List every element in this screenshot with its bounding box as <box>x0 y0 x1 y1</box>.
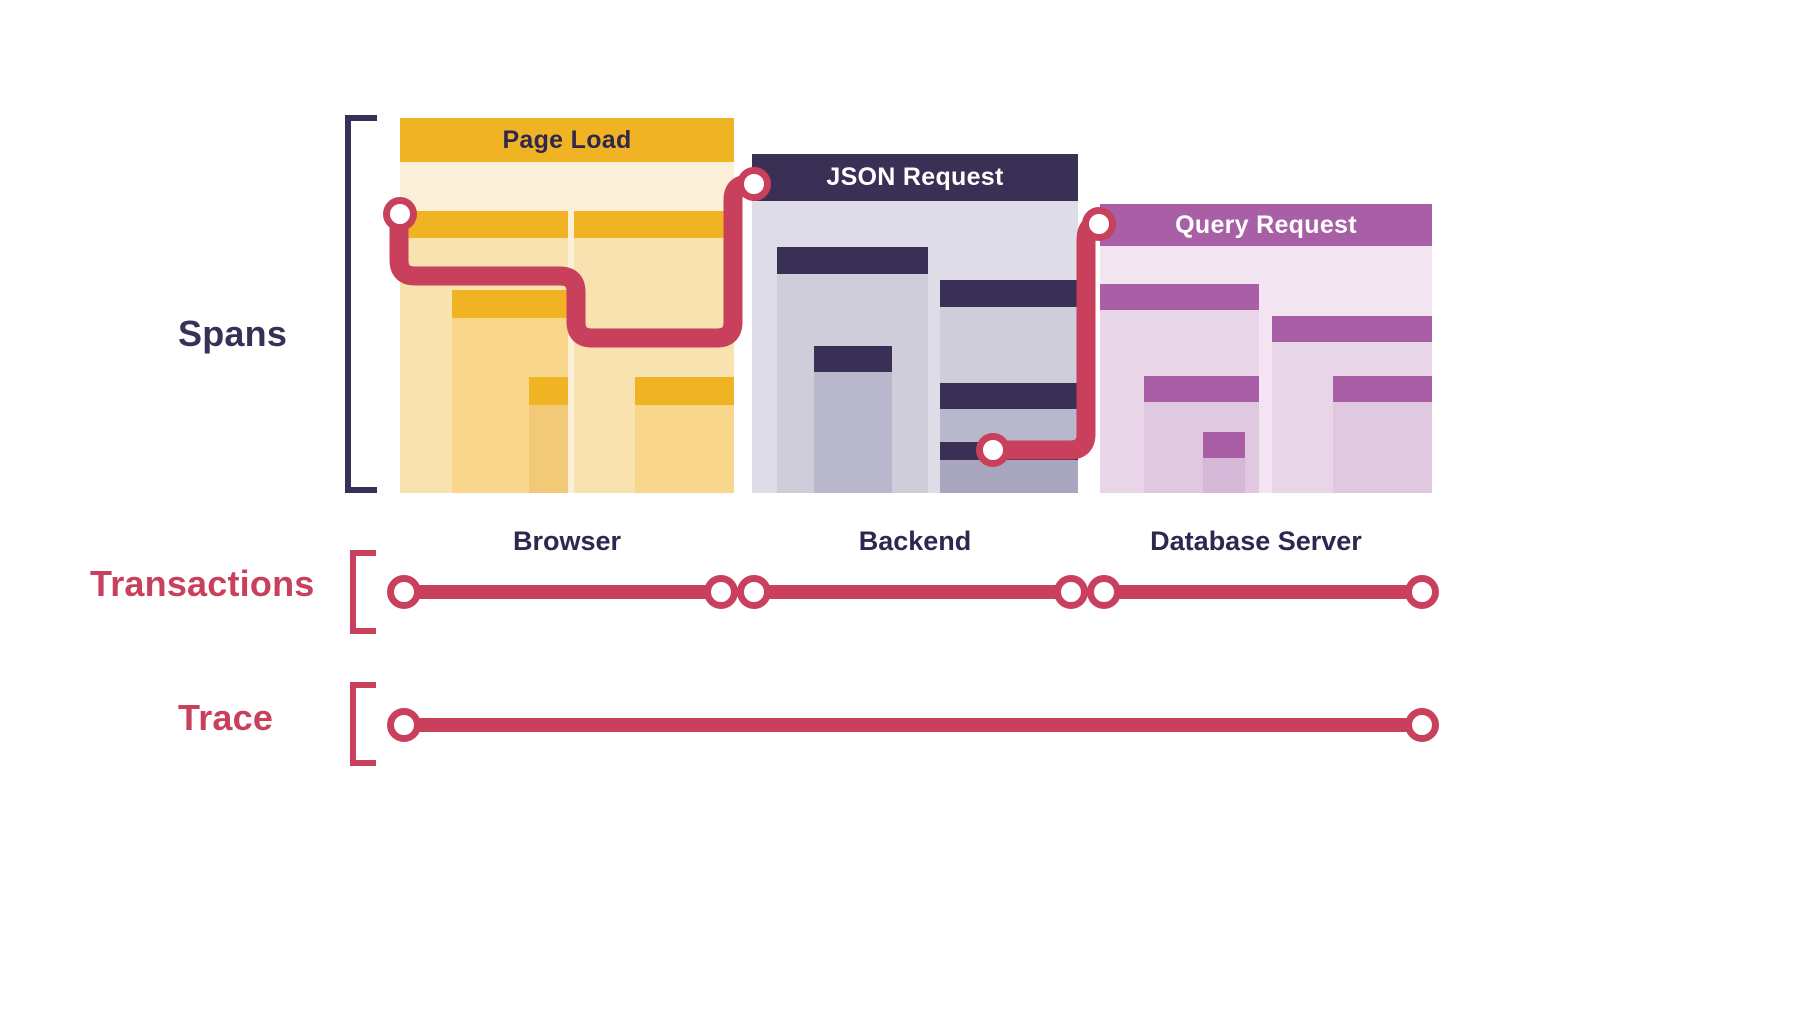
connector-node-database-entry[interactable] <box>1082 207 1116 241</box>
database-span-2-head <box>1144 376 1259 402</box>
trace-node-start[interactable] <box>387 708 421 742</box>
row-label-transactions: Transactions <box>90 563 315 604</box>
browser-title-bar: Page Load <box>400 118 734 162</box>
bracket-trace <box>350 682 376 766</box>
transaction-node-backend-end[interactable] <box>1054 575 1088 609</box>
browser-span-5[interactable] <box>635 377 734 493</box>
database-span-5[interactable] <box>1333 376 1432 493</box>
connector-node-backend-exit[interactable] <box>976 433 1010 467</box>
browser-title-label: Page Load <box>502 125 632 154</box>
database-span-3[interactable] <box>1203 432 1245 493</box>
bracket-spans <box>345 115 377 493</box>
connector-node-browser-start[interactable] <box>383 197 417 231</box>
transaction-segment-database[interactable] <box>1100 585 1430 599</box>
trace-segment-full[interactable] <box>400 718 1430 732</box>
backend-span-2-head <box>814 346 892 372</box>
database-span-1-head <box>1100 284 1259 310</box>
transaction-segment-browser[interactable] <box>400 585 730 599</box>
connector-node-backend-entry[interactable] <box>737 167 771 201</box>
backend-span-1-head <box>777 247 928 274</box>
browser-span-4-head <box>529 377 568 405</box>
transaction-node-backend-start[interactable] <box>737 575 771 609</box>
backend-span-2[interactable] <box>814 346 892 493</box>
service-name-browser: Browser <box>512 526 622 556</box>
transaction-node-database-end[interactable] <box>1405 575 1439 609</box>
database-title-bar: Query Request <box>1100 204 1432 246</box>
service-block-database[interactable]: Query Request <box>1100 204 1432 493</box>
row-label-trace: Trace <box>178 697 274 738</box>
transaction-node-database-start[interactable] <box>1087 575 1121 609</box>
backend-title-bar: JSON Request <box>752 154 1078 201</box>
bracket-transactions <box>350 550 376 634</box>
service-name-backend: Backend <box>858 526 972 556</box>
database-title-label: Query Request <box>1175 210 1357 239</box>
transaction-node-browser-end[interactable] <box>704 575 738 609</box>
trace-node-end[interactable] <box>1405 708 1439 742</box>
row-label-spans: Spans <box>178 313 288 354</box>
database-span-3-head <box>1203 432 1245 458</box>
transaction-node-browser-start[interactable] <box>387 575 421 609</box>
database-span-4-head <box>1272 316 1432 342</box>
transaction-segment-backend[interactable] <box>750 585 1075 599</box>
browser-span-4[interactable] <box>529 377 568 493</box>
backend-title-label: JSON Request <box>826 163 1004 191</box>
database-span-5-head <box>1333 376 1432 402</box>
service-name-database: Database Server <box>1150 526 1362 556</box>
browser-span-5-head <box>635 377 734 405</box>
